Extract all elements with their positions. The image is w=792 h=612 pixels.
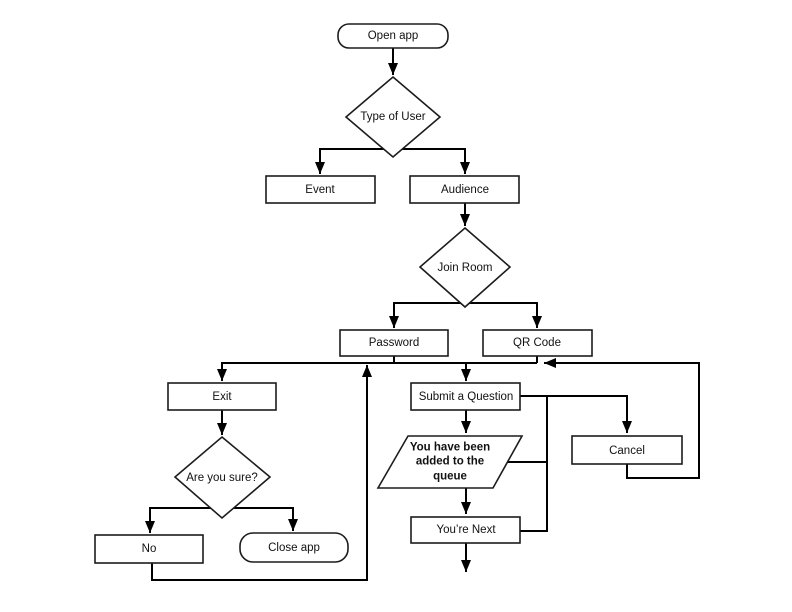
open-app-shape	[337, 23, 449, 49]
edge-branch-to-yourenext	[520, 396, 548, 532]
submit-question-shape	[410, 382, 521, 411]
qr-code-shape	[482, 329, 593, 357]
exit-label: Exit	[212, 390, 232, 403]
queue-message-shape	[376, 435, 524, 489]
edge-joinroom-qrcode	[465, 302, 542, 328]
queue-message-label: You have been added to the queue	[409, 441, 491, 483]
join-room-label: Join Room	[437, 261, 493, 274]
edge-no-loop-junction	[151, 365, 372, 581]
edge-typeofuser-audience	[393, 148, 470, 174]
youre-next-shape	[410, 516, 521, 544]
event-label: Event	[305, 183, 335, 196]
cancel-shape	[571, 435, 683, 465]
cancel-label: Cancel	[609, 444, 645, 457]
type-of-user-shape	[344, 75, 442, 159]
are-you-sure-label: Are you sure?	[186, 471, 258, 484]
connector-lines	[145, 48, 700, 581]
close-app-label: Close app	[268, 541, 320, 554]
edge-cancel-loop-junction	[544, 358, 700, 479]
edge-typeofuser-event	[315, 148, 393, 174]
audience-label: Audience	[441, 183, 489, 196]
edge-areyousure-no	[145, 507, 222, 533]
youre-next-label: You’re Next	[436, 523, 496, 536]
edge-joinroom-password	[389, 302, 465, 328]
exit-shape	[167, 382, 277, 411]
qr-code-label: QR Code	[513, 336, 561, 349]
audience-shape	[409, 175, 520, 204]
no-label: No	[141, 542, 157, 555]
node-shapes	[94, 23, 683, 564]
close-app-shape	[239, 532, 349, 563]
event-shape	[265, 175, 376, 204]
no-shape	[94, 534, 204, 564]
password-shape	[339, 329, 449, 357]
password-label: Password	[368, 336, 420, 349]
edge-submit-cancel	[520, 395, 632, 433]
open-app-label: Open app	[367, 29, 419, 42]
type-of-user-label: Type of User	[360, 110, 426, 123]
submit-question-label: Submit a Question	[418, 390, 514, 403]
are-you-sure-shape	[173, 435, 272, 520]
join-room-shape	[418, 226, 512, 309]
edge-junction-exit	[217, 362, 537, 381]
edge-areyousure-closeapp	[222, 507, 298, 531]
